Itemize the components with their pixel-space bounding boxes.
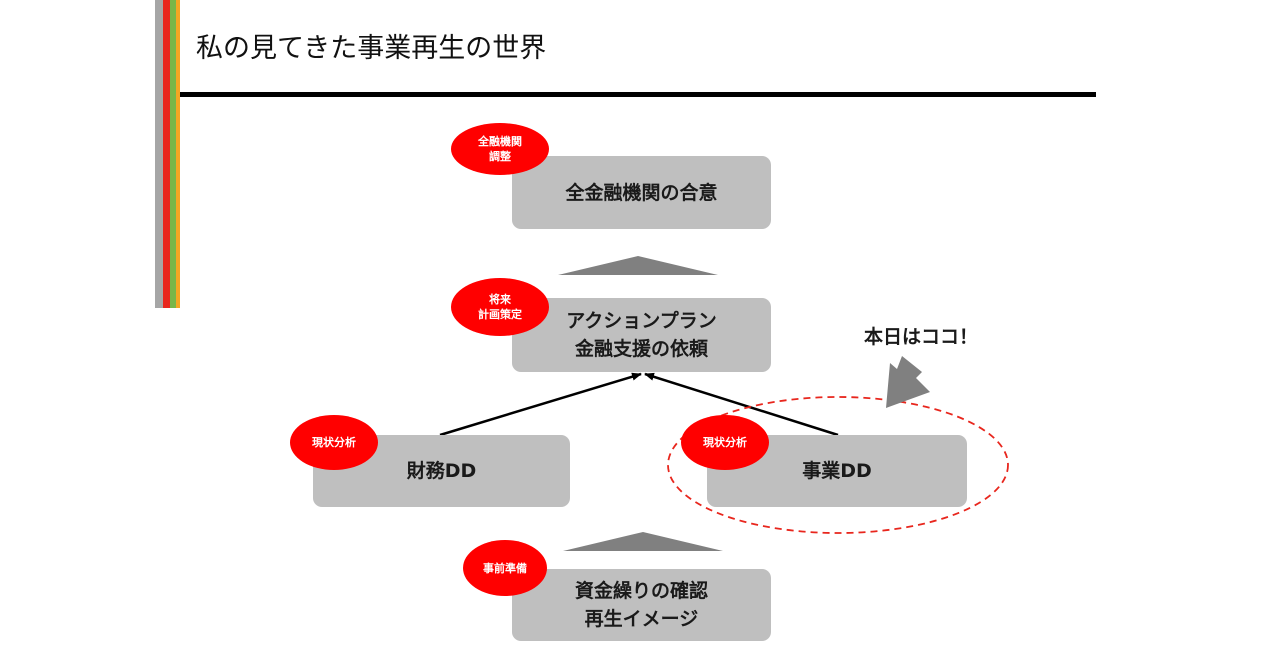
action-plan-badge: 将来 計画策定 <box>451 278 549 336</box>
financial-dd-badge-text: 現状分析 <box>312 436 356 449</box>
preparation-badge-text: 事前準備 <box>483 561 527 575</box>
today-callout: 本日はココ！ <box>864 326 979 348</box>
business-dd-badge: 現状分析 <box>681 415 769 470</box>
action-plan-badge-line2: 計画策定 <box>478 308 522 321</box>
stripe-red <box>163 0 170 308</box>
action-plan-label-line2: 金融支援の依頼 <box>574 338 708 360</box>
stripe-green <box>170 0 176 308</box>
stripe-orange <box>176 0 180 308</box>
page-title: 私の見てきた事業再生の世界 <box>196 33 547 64</box>
preparation-badge: 事前準備 <box>463 540 547 596</box>
up-arrow-bottom <box>563 532 723 551</box>
preparation-label-line2: 再生イメージ <box>584 608 699 630</box>
consensus-label-line1: 全金融機関の合意 <box>565 181 718 204</box>
stripe-gray <box>155 0 163 308</box>
financial-dd-badge: 現状分析 <box>290 415 378 470</box>
highlight-ellipse <box>667 396 1009 534</box>
title-divider <box>180 92 1096 97</box>
consensus-badge-line1: 全融機関 <box>478 135 522 148</box>
consensus-box: 全金融機関の合意 <box>512 156 771 229</box>
financial-dd-box: 財務DD <box>313 435 570 507</box>
consensus-badge: 全融機関 調整 <box>451 123 549 175</box>
connector-financial-dd <box>439 372 642 437</box>
up-arrow-top <box>558 256 718 275</box>
action-plan-label-line1: アクションプラン <box>566 310 717 332</box>
financial-dd-label: 財務DD <box>406 460 477 482</box>
preparation-label-line1: 資金繰りの確認 <box>574 580 708 602</box>
business-dd-label: 事業DD <box>802 460 872 482</box>
action-plan-box: アクションプラン 金融支援の依頼 <box>512 298 771 372</box>
action-plan-badge-line1: 将来 <box>489 293 511 306</box>
accent-stripes <box>155 0 181 308</box>
preparation-box: 資金繰りの確認 再生イメージ <box>512 569 771 641</box>
connector-business-dd <box>644 372 839 437</box>
consensus-badge-line2: 調整 <box>489 150 511 163</box>
business-dd-badge-text: 現状分析 <box>703 436 747 449</box>
callout-arrow <box>886 356 930 408</box>
